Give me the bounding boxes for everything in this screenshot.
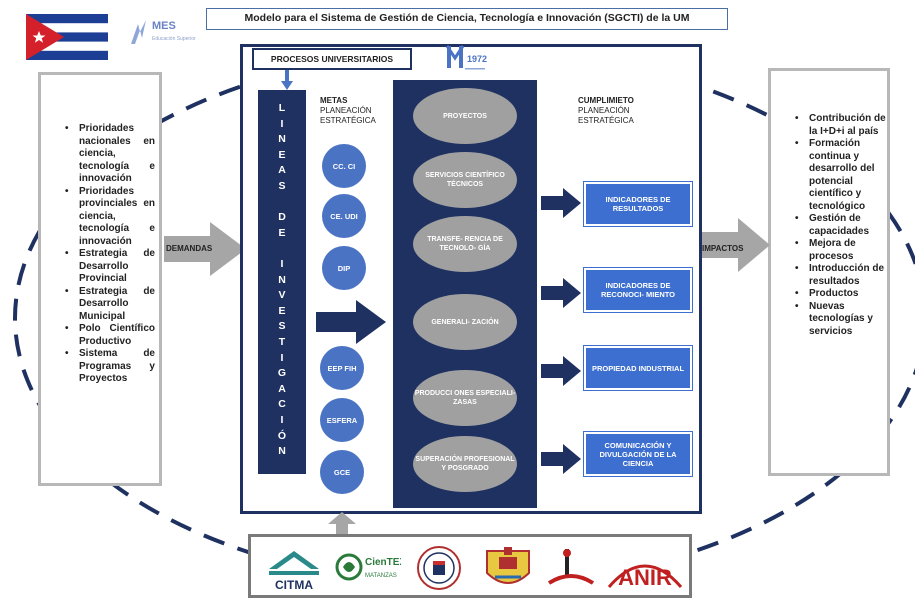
cientex-logo-subtext: MATANZAS <box>365 573 397 579</box>
meta-circle-esfera: ESFERA <box>320 398 364 442</box>
oval-transferencia-tecnologia: TRANSFE- RENCIA DE TECNOLO- GÍA <box>413 216 517 272</box>
cumplimiento-subtitle: PLANEACIÓN ESTRATÉGICA <box>578 106 634 125</box>
mes-logo-subtext: Educación Superior <box>152 36 196 42</box>
cientex-logo-text: CienTEX <box>365 557 401 568</box>
oval-superacion-profesional: SUPERACIÓN PROFESIONAL Y POSGRADO <box>413 436 517 492</box>
arrow-to-reconocimiento <box>541 278 581 308</box>
impactos-label: IMPACTOS <box>702 244 744 253</box>
lineas-letter: N <box>278 133 286 146</box>
oval-producciones-especializadas: PRODUCCI ONES ESPECIALI- ZASAS <box>413 370 517 426</box>
arrow-to-resultados <box>541 188 581 218</box>
citma-logo-text: CITMA <box>275 578 313 592</box>
metas-header: METAS PLANEACIÓN ESTRATÉGICA <box>320 96 400 126</box>
lineas-letter: G <box>277 367 287 380</box>
university-seal-icon <box>417 546 461 590</box>
lineas-letter: I <box>280 258 284 270</box>
oval-servicios-cientifico-tecnicos: SERVICIOS CIENTÍFICO TÉCNICOS <box>413 152 517 208</box>
lineas-letter: L <box>278 102 286 114</box>
meta-circle-eep-fih: EEP FIH <box>320 346 364 390</box>
lineas-letter: C <box>278 398 286 411</box>
processes-panel: PROYECTOS SERVICIOS CIENTÍFICO TÉCNICOS … <box>393 80 537 508</box>
impactos-list: Contribución de la I+D+i al país Formaci… <box>795 113 887 339</box>
list-item: Polo Científico Productivo <box>65 323 155 348</box>
list-item: Nuevas tecnologías y servicios <box>795 301 887 339</box>
institutions-logos-box: CITMA CienTEX MATANZAS ANIR <box>248 534 692 598</box>
cumplimiento-header: CUMPLIMIETO PLANEACIÓN ESTRATÉGICA <box>578 96 678 126</box>
lineas-letter: N <box>278 273 286 286</box>
list-item: Estrategia de Desarrollo Municipal <box>65 286 155 324</box>
list-item: Mejora de procesos <box>795 238 887 263</box>
list-item: Sistema de Programas y Proyectos <box>65 348 155 386</box>
oval-generalizacion: GENERALI- ZACIÓN <box>413 294 517 350</box>
cuba-flag-icon <box>26 14 108 60</box>
lineas-letter: Ó <box>277 429 287 442</box>
cumplimiento-title: CUMPLIMIETO <box>578 96 634 105</box>
oval-proyectos: PROYECTOS <box>413 88 517 144</box>
lineas-letter: S <box>278 180 286 192</box>
list-item: Formación continua y desarrollo del pote… <box>795 138 887 213</box>
demandas-label: DEMANDAS <box>166 244 213 253</box>
mes-logo: MES Educación Superior <box>128 16 198 52</box>
lineas-letter: E <box>278 148 286 161</box>
lineas-letter: S <box>278 320 286 333</box>
cientex-logo: CienTEX MATANZAS <box>335 553 401 581</box>
lineas-letter: N <box>278 445 286 458</box>
impactos-arrow <box>698 218 770 272</box>
impactos-result-box: Contribución de la I+D+i al país Formaci… <box>768 68 890 476</box>
anir-logo: ANIR <box>607 564 683 590</box>
lineas-letter: I <box>280 117 284 130</box>
mes-logo-text: MES <box>152 20 176 32</box>
anir-logo-text: ANIR <box>618 565 672 590</box>
arrow-to-comunicacion <box>541 444 581 474</box>
swoosh-logo-icon <box>547 549 595 585</box>
metas-title: METAS <box>320 96 348 105</box>
lineas-letter: T <box>278 336 286 348</box>
lineas-letter: A <box>278 382 286 395</box>
procesos-universitarios-label: PROCESOS UNIVERSITARIOS <box>252 48 412 70</box>
demandas-source-box: Prioridades nacionales en ciencia, tecno… <box>38 72 162 486</box>
diagram-title: Modelo para el Sistema de Gestión de Cie… <box>206 8 728 30</box>
lineas-letter: A <box>278 164 286 177</box>
lineas-letter: V <box>278 289 286 302</box>
coat-of-arms-icon <box>486 547 530 584</box>
demandas-list: Prioridades nacionales en ciencia, tecno… <box>65 123 155 386</box>
demandas-arrow <box>164 222 246 276</box>
metas-subtitle: PLANEACIÓN ESTRATÉGICA <box>320 106 376 125</box>
lineas-letter: E <box>278 304 286 317</box>
lineas-letter: E <box>278 226 286 239</box>
list-item: Introducción de resultados <box>795 263 887 288</box>
lineas-letter: D <box>278 211 286 224</box>
list-item: Prioridades provinciales en ciencia, tec… <box>65 186 155 249</box>
box-indicadores-reconocimiento: INDICADORES DE RECONOCI- MIENTO <box>583 267 693 313</box>
list-item: Prioridades nacionales en ciencia, tecno… <box>65 123 155 186</box>
metas-to-processes-arrow <box>316 300 386 344</box>
list-item: Estrategia de Desarrollo Provincial <box>65 248 155 286</box>
um-logo-icon: 1972 <box>445 45 487 70</box>
down-arrow-icon <box>281 70 293 90</box>
meta-circle-ce-udi: CE. UDI <box>322 194 366 238</box>
box-indicadores-resultados: INDICADORES DE RESULTADOS <box>583 181 693 227</box>
list-item: Gestión de capacidades <box>795 213 887 238</box>
meta-circle-gce: GCE <box>320 450 364 494</box>
meta-circle-dip: DIP <box>322 246 366 290</box>
box-propiedad-industrial: PROPIEDAD INDUSTRIAL <box>583 345 693 391</box>
citma-logo: CITMA <box>269 551 319 592</box>
institutions-up-arrow <box>328 512 356 536</box>
list-item: Contribución de la I+D+i al país <box>795 113 887 138</box>
list-item: Productos <box>795 288 887 301</box>
svg-text:1972: 1972 <box>467 54 487 64</box>
box-comunicacion-divulgacion: COMUNICACIÓN Y DIVULGACIÓN DE LA CIENCIA <box>583 431 693 477</box>
lineas-letter: I <box>280 351 284 364</box>
meta-circle-cc-ci: CC. CI <box>322 144 366 188</box>
arrow-to-propiedad <box>541 356 581 386</box>
lineas-letter: I <box>280 414 284 426</box>
